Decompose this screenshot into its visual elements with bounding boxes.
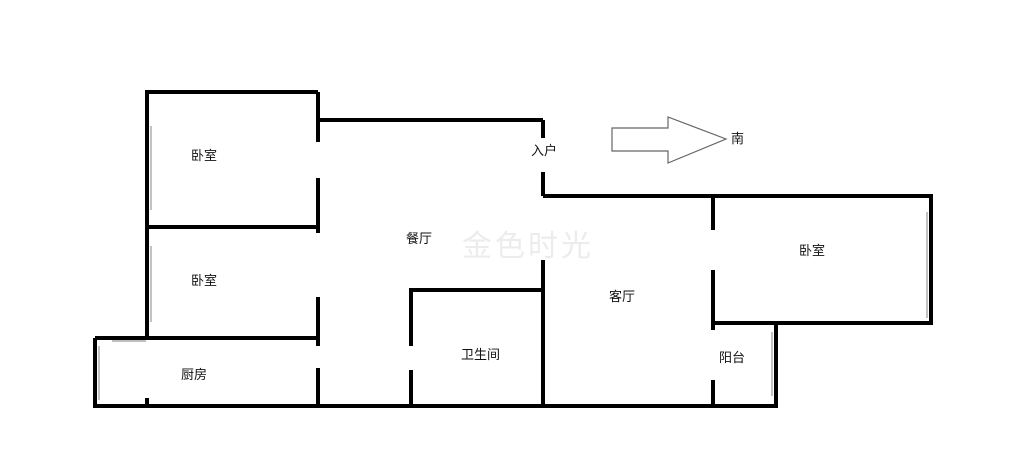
room-label-bathroom: 卫生间: [461, 348, 501, 363]
room-label-dining: 餐厅: [406, 232, 433, 247]
windows: [98, 126, 928, 400]
room-label-living: 客厅: [609, 290, 636, 305]
room-label-bedroom: 卧室: [191, 149, 218, 164]
entrance-label: 入户: [531, 144, 558, 159]
watermark: 金色时光: [462, 229, 594, 264]
walls: [93, 90, 933, 408]
room-label-kitchen: 厨房: [181, 368, 208, 383]
compass-label: 南: [731, 132, 745, 147]
right-arrow-icon: [611, 116, 728, 164]
room-label-bedroom: 卧室: [191, 274, 218, 289]
room-label-bedroom: 卧室: [799, 244, 826, 259]
room-label-balcony: 阳台: [719, 351, 746, 366]
